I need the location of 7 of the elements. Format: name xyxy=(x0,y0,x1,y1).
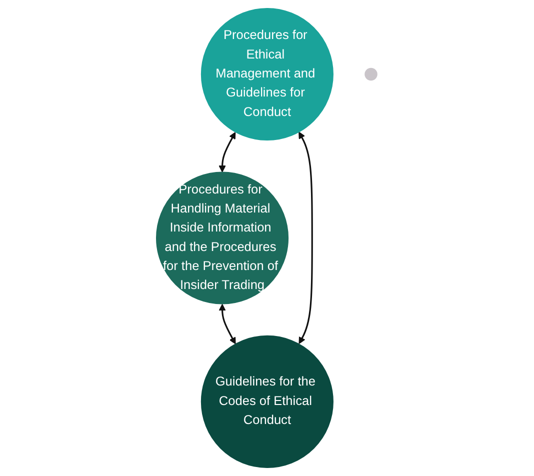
node-circle xyxy=(364,68,378,81)
arrow xyxy=(219,304,236,344)
node-circle: Procedures for Ethical Management and Guidelines for Conduct xyxy=(201,8,334,141)
node-circle: Guidelines for the Codes of Ethical Conduct xyxy=(201,335,334,468)
node-circle: Procedures for Handling Material Inside Information and the Procedures for the Prevention of Insider Trading xyxy=(156,172,289,304)
arrow xyxy=(298,132,314,344)
arrow xyxy=(219,132,236,172)
